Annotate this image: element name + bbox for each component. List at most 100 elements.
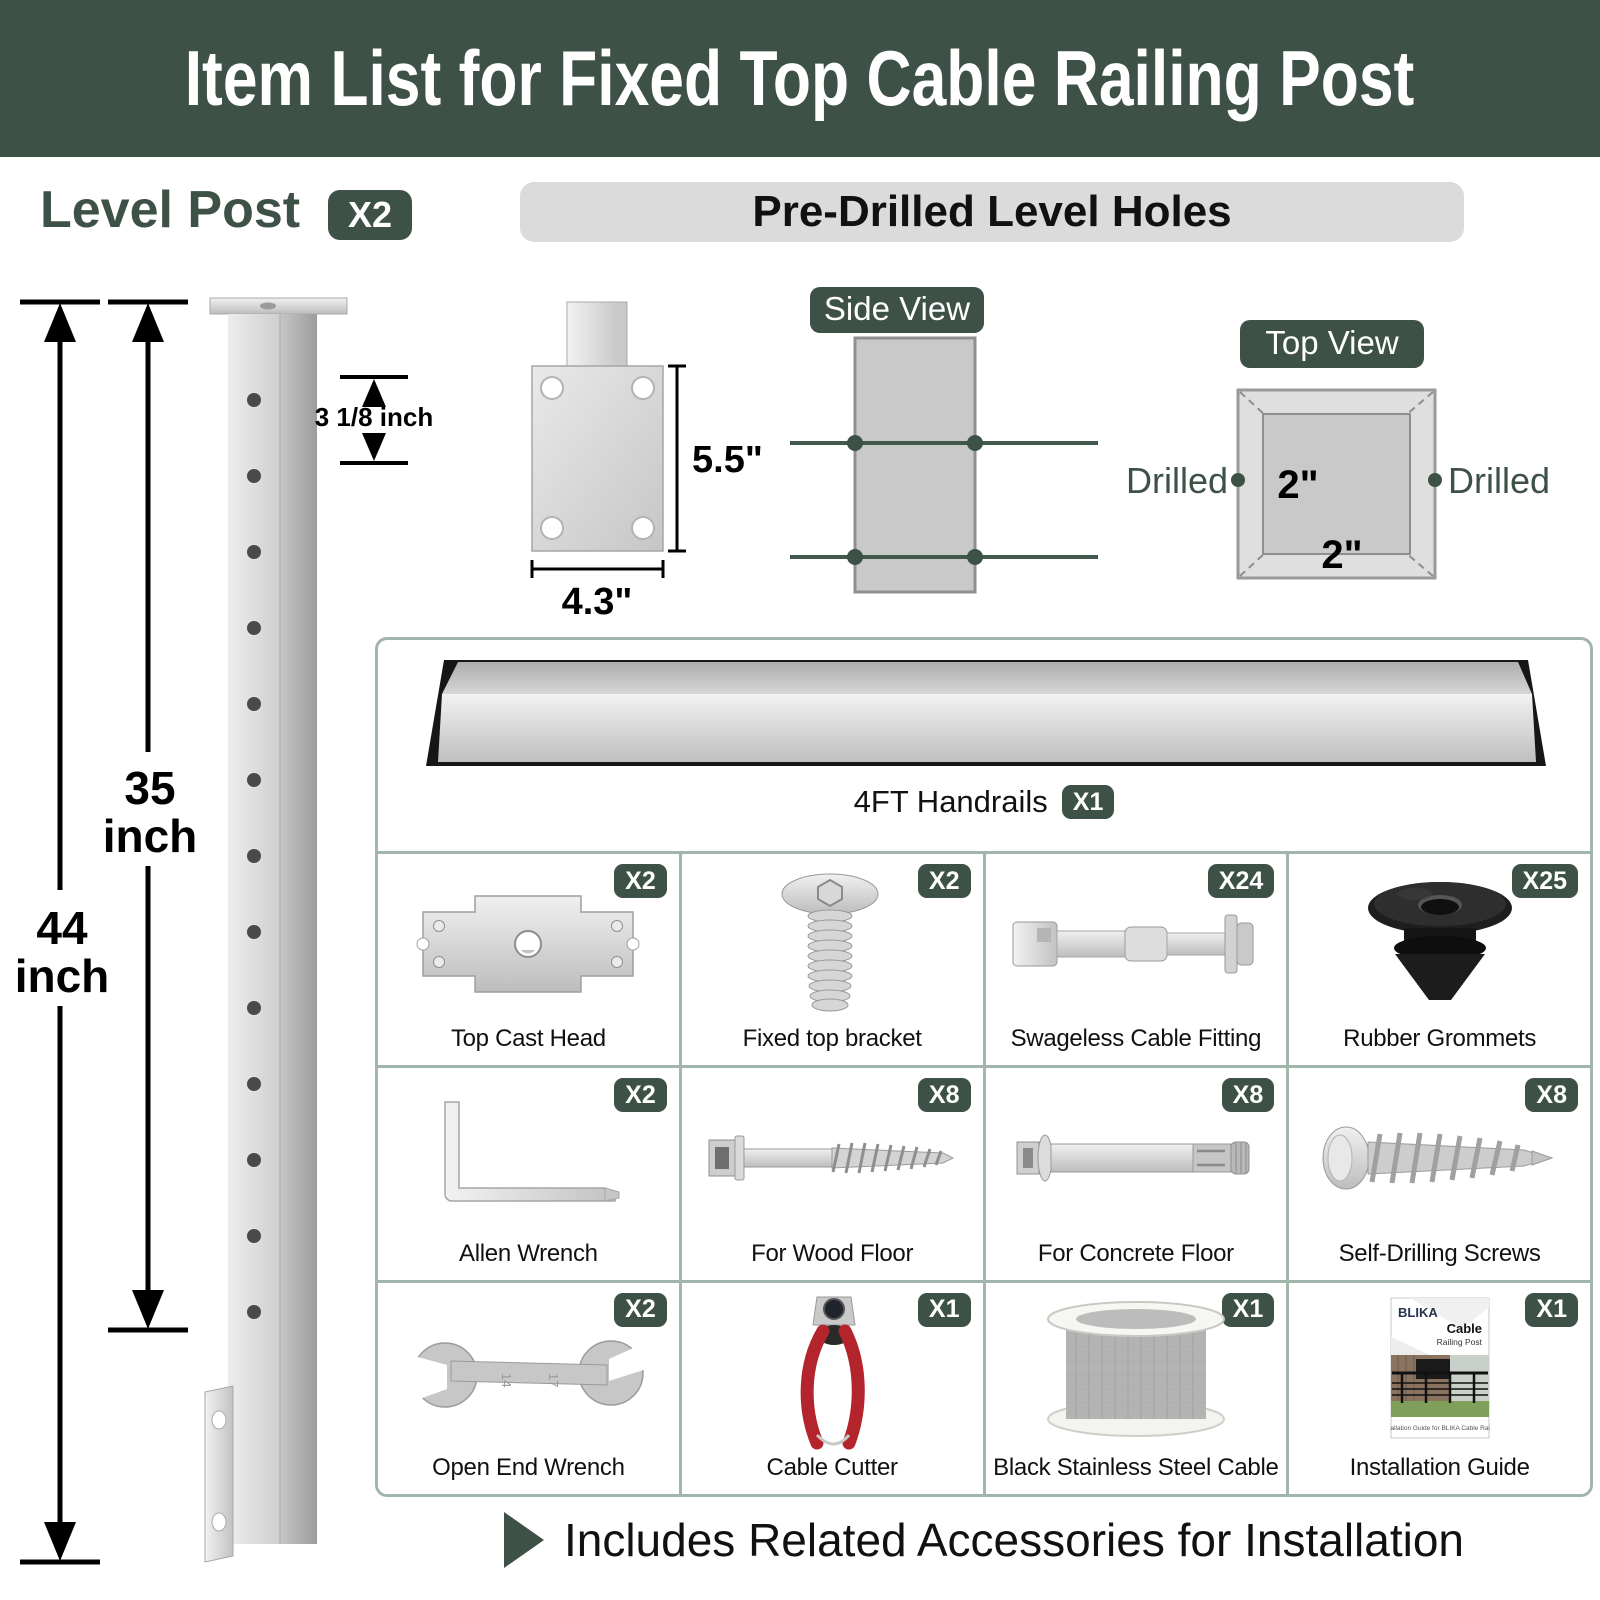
hole-spacing-value: 3 1/8 inch [315, 402, 434, 432]
guide-caption: Installation Guide for BLIKA Cable Raili… [1390, 1425, 1490, 1432]
overall-height-unit: inch [15, 950, 110, 1002]
plate-height-value: 5.5" [692, 439, 763, 481]
footer-note: Includes Related Accessories for Install… [563, 1514, 1465, 1566]
allen-wrench-image [444, 1101, 620, 1203]
hole-spacing-dimension: 3 1/8 inch [315, 375, 434, 465]
header-banner: Item List for Fixed Top Cable Railing Po… [0, 0, 1600, 157]
rail-height-dimension [108, 299, 188, 1333]
item-label: Allen Wrench [459, 1239, 598, 1267]
plate-width-dimension [530, 560, 665, 578]
mounting-holes [540, 376, 655, 540]
fixed-top-bracket-image [781, 873, 879, 1012]
qty-badge: X8 [1525, 1078, 1578, 1113]
qty-badge: X2 [614, 864, 667, 898]
rail-height-value: 35 [124, 762, 175, 814]
arrow-up-icon [362, 379, 386, 407]
item-cell-open-end-wrench: X2 14 17 Open End Wrench [378, 1282, 679, 1494]
self-drilling-screw-image [1322, 1126, 1554, 1190]
item-label: For Wood Floor [751, 1239, 914, 1267]
qty-badge: X1 [1525, 1292, 1578, 1327]
open-end-wrench-image: 14 17 [403, 1338, 654, 1408]
post-side-profile [853, 336, 977, 594]
level-post-label: Level Post [40, 181, 301, 239]
drilled-right-label: Drilled [1448, 460, 1550, 501]
installation-guide-booklet-image: BLIKA Cable Railing Post [1390, 1297, 1490, 1439]
post-width-value: 2" [1277, 463, 1318, 507]
top-view-diagram: Top View 2" 2" Drilled Drilled [1126, 320, 1550, 580]
item-cell-for-concrete-floor: X8 For Concrete Floor [985, 1068, 1287, 1280]
guide-brand: BLIKA [1398, 1305, 1438, 1320]
arrow-down-icon [132, 1290, 164, 1329]
arrow-up-icon [44, 303, 76, 342]
wood-lag-screw-image [708, 1135, 955, 1181]
handrail-qty-badge: X1 [1061, 785, 1115, 819]
cable-holes [247, 393, 261, 1319]
qty-badge: X2 [614, 1078, 667, 1113]
qty-badge: X24 [1207, 864, 1275, 898]
item-label: Cable Cutter [766, 1453, 898, 1481]
top-view-label: Top View [1265, 324, 1398, 361]
base-plate-diagram: 5.5" 4.3" [530, 301, 763, 623]
item-label: Rubber Grommets [1343, 1025, 1537, 1053]
qty-badge: X1 [1221, 1292, 1275, 1327]
item-label: Black Stainless Steel Cable [993, 1453, 1279, 1481]
item-cell-swageless-cable-fitting: X24 Swageless Cable Fitting [985, 854, 1287, 1066]
qty-badge: X1 [917, 1292, 971, 1327]
overall-height-value: 44 [36, 902, 88, 954]
handrail-label: 4FT Handrails [853, 784, 1048, 819]
guide-cover-photo [1390, 1354, 1489, 1417]
pre-drilled-label: Pre-Drilled Level Holes [752, 187, 1232, 236]
item-cell-cable-cutter: X1 Cable Cutter [681, 1282, 983, 1494]
parts-panel: 4FT Handrails X1 X2 [375, 637, 1593, 1497]
item-cell-rubber-grommets: X25 Rubber Grommets [1289, 854, 1590, 1066]
swageless-cable-fitting-image [1012, 914, 1254, 974]
guide-title: Cable [1446, 1321, 1481, 1336]
footer-note-row: Includes Related Accessories for Install… [375, 1500, 1593, 1580]
wrench-size-marking: 17 [546, 1373, 561, 1387]
page-title: Item List for Fixed Top Cable Railing Po… [185, 34, 1415, 122]
arrow-down-icon [362, 433, 386, 461]
level-post-diagram: 44 inch 35 inch [15, 297, 434, 1565]
item-label: Open End Wrench [432, 1453, 625, 1481]
qty-badge: X25 [1511, 864, 1578, 898]
cable-cutter-image [800, 1296, 865, 1450]
side-view-badge [810, 287, 984, 333]
side-view-diagram: Side View [790, 287, 1098, 594]
item-cell-black-stainless-steel-cable: X1 [985, 1282, 1287, 1494]
rubber-grommet-image [1367, 882, 1512, 1000]
item-label: Top Cast Head [450, 1025, 606, 1053]
plate-height-dimension [668, 364, 686, 553]
post-depth-value: 2" [1321, 533, 1362, 577]
qty-badge: X2 [614, 1292, 667, 1327]
item-label: Fixed top bracket [742, 1025, 922, 1053]
qty-badge: X2 [917, 864, 971, 898]
cable-spool-image [1046, 1300, 1225, 1437]
guide-subtitle: Railing Post [1436, 1337, 1482, 1347]
item-cell-fixed-top-bracket: X2 Fixed top bracket [681, 854, 983, 1066]
post-illustration [204, 297, 348, 1563]
item-label: For Concrete Floor [1037, 1239, 1234, 1267]
side-view-label: Side View [824, 290, 970, 327]
rail-height-unit: inch [103, 810, 198, 862]
handrail-image [426, 660, 1546, 766]
fascia-plate [204, 1385, 234, 1563]
item-cell-allen-wrench: X2 Allen Wrench [378, 1068, 679, 1280]
item-label: Installation Guide [1349, 1453, 1530, 1481]
item-cell-installation-guide: X1 BLIKA Cable Railing Post [1289, 1282, 1590, 1494]
concrete-anchor-image [1016, 1134, 1250, 1182]
arrow-down-icon [44, 1522, 76, 1561]
item-label: Swageless Cable Fitting [1010, 1025, 1262, 1053]
top-view-badge [1240, 320, 1424, 368]
drilled-left-label: Drilled [1126, 460, 1228, 501]
parts-grid: X2 Top Cast Head [378, 851, 1590, 1494]
cable-lines [790, 441, 1098, 559]
item-label: Self-Drilling Screws [1338, 1239, 1541, 1267]
overall-height-dimension [20, 299, 100, 1565]
plate-width-value: 4.3" [562, 581, 633, 623]
top-cast-head-image [416, 895, 640, 993]
level-post-qty-badge: X2 [328, 190, 412, 240]
item-cell-self-drilling-screws: X8 Self-Drilling Screws [1289, 1068, 1590, 1280]
cable-dots [847, 435, 983, 565]
post-top-profile-inner [1262, 413, 1411, 555]
